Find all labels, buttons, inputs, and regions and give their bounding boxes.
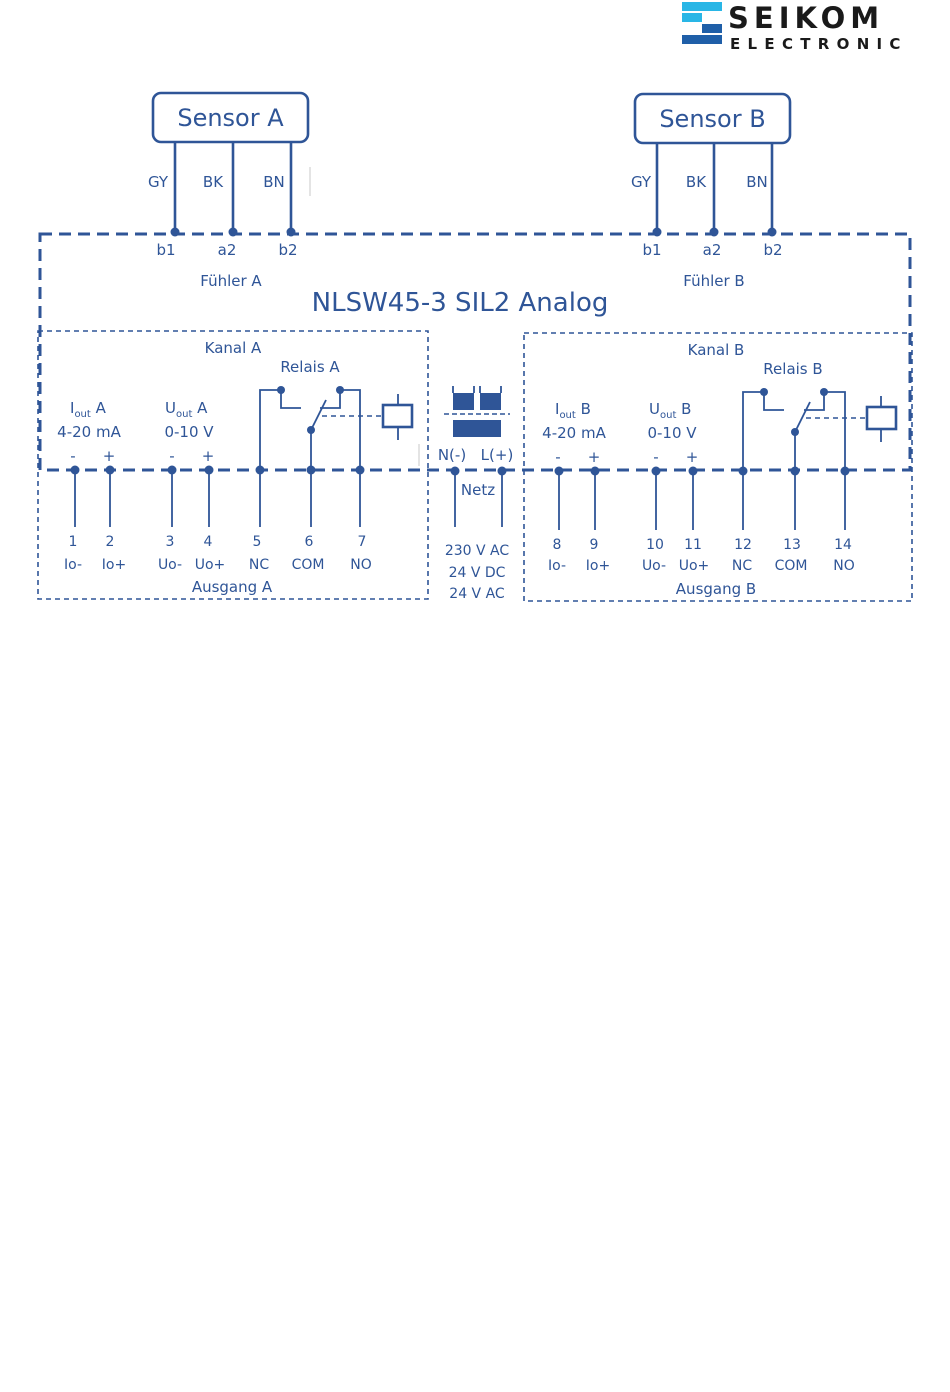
- uout-b-label: Uout B: [649, 400, 691, 421]
- uo-a-minus: -: [169, 447, 174, 465]
- power-terminals: [450, 466, 507, 527]
- sensor-a-wire-bk: BK: [203, 173, 224, 191]
- power-label: Netz: [461, 481, 495, 499]
- sensor-b-terminal-b2: b2: [763, 241, 782, 259]
- wiring-diagram: Sensor A Sensor B GY BK BN GY BK BN b1 a…: [37, 91, 913, 602]
- uout-a-label: Uout A: [165, 399, 208, 420]
- relay-b-label: Relais B: [763, 360, 822, 378]
- terminal-b-11-number: 11: [684, 537, 702, 553]
- terminal-b-10-number: 10: [646, 537, 664, 553]
- relay-b-coil-icon: [865, 405, 898, 431]
- channel-a-title: Kanal A: [205, 339, 262, 357]
- iout-a-label: Iout A: [70, 399, 107, 420]
- sensor-a-wire-gy: GY: [148, 173, 169, 191]
- terminal-a-2-number: 2: [106, 534, 115, 550]
- terminal-a-3-name: Uo-: [158, 557, 182, 573]
- sensor-b-label: Fühler B: [683, 272, 744, 290]
- io-b-minus: -: [555, 448, 560, 466]
- terminal-b-13-name: COM: [775, 558, 808, 574]
- sensor-a-wire-bn: BN: [263, 173, 285, 191]
- io-b-plus: +: [588, 448, 601, 466]
- sensor-b-wire-bn: BN: [746, 173, 768, 191]
- transformer-icon: [444, 386, 510, 437]
- relay-b-contact: [742, 388, 898, 471]
- terminal-b-11-name: Uo+: [679, 558, 710, 574]
- iout-a-range: 4-20 mA: [57, 423, 121, 441]
- seikom-logo: SEIKOM ELECTRONIC: [682, 1, 908, 53]
- power-voltage-1: 230 V AC: [445, 543, 510, 559]
- relay-a-label: Relais A: [280, 358, 340, 376]
- relay-a-contact: [259, 386, 414, 470]
- channel-b-terminals: [554, 466, 850, 530]
- terminal-a-6-name: COM: [292, 557, 325, 573]
- terminal-a-1-number: 1: [69, 534, 78, 550]
- terminal-a-4-name: Uo+: [195, 557, 226, 573]
- terminal-b-8-name: Io-: [548, 558, 566, 574]
- uout-b-range: 0-10 V: [647, 424, 697, 442]
- uo-b-plus: +: [686, 448, 699, 466]
- channel-a-box: [37, 330, 429, 600]
- sensor-b-box: Sensor B: [633, 92, 792, 145]
- sensor-a-box: Sensor A: [151, 91, 310, 144]
- iout-b-label: Iout B: [555, 400, 591, 421]
- sensor-b-wire-bk: BK: [686, 173, 707, 191]
- sensor-a-terminal-a2: a2: [218, 241, 237, 259]
- sensor-b-wire-gy: GY: [631, 173, 652, 191]
- logo-mark-icon: [682, 2, 722, 44]
- sensor-a-label: Fühler A: [200, 272, 262, 290]
- terminal-a-7-number: 7: [358, 534, 367, 550]
- terminal-a-2-name: Io+: [102, 557, 126, 573]
- channel-a-terminals: [70, 465, 365, 527]
- power-n-label: N(-): [438, 446, 466, 464]
- terminal-a-5-number: 5: [253, 534, 262, 550]
- terminal-b-14-number: 14: [834, 537, 852, 553]
- logo-line2: ELECTRONIC: [730, 35, 908, 53]
- relay-a-coil-icon: [381, 403, 414, 429]
- terminal-a-3-number: 3: [166, 534, 175, 550]
- output-b-label: Ausgang B: [676, 580, 756, 598]
- power-l-label: L(+): [481, 446, 514, 464]
- sensor-a-title: Sensor A: [177, 104, 284, 132]
- io-a-minus: -: [70, 447, 75, 465]
- terminal-a-4-number: 4: [204, 534, 213, 550]
- output-a-label: Ausgang A: [192, 578, 273, 596]
- terminal-a-6-number: 6: [305, 534, 314, 550]
- terminal-b-13-number: 13: [783, 537, 801, 553]
- uo-a-plus: +: [202, 447, 215, 465]
- sensor-a-wires: [170, 142, 311, 237]
- terminal-b-9-number: 9: [590, 537, 599, 553]
- uo-b-minus: -: [653, 448, 658, 466]
- terminal-b-10-name: Uo-: [642, 558, 666, 574]
- power-voltage-3: 24 V AC: [449, 586, 505, 602]
- device-title: NLSW45-3 SIL2 Analog: [312, 288, 609, 318]
- power-voltage-2: 24 V DC: [449, 565, 506, 581]
- terminal-a-5-name: NC: [249, 557, 269, 573]
- terminal-b-9-name: Io+: [586, 558, 610, 574]
- sensor-b-title: Sensor B: [659, 105, 765, 133]
- terminal-b-12-name: NC: [732, 558, 752, 574]
- iout-b-range: 4-20 mA: [542, 424, 606, 442]
- terminal-b-14-name: NO: [833, 558, 855, 574]
- io-a-plus: +: [103, 447, 116, 465]
- logo-line1: SEIKOM: [728, 1, 884, 35]
- sensor-a-terminal-b2: b2: [278, 241, 297, 259]
- uout-a-range: 0-10 V: [164, 423, 214, 441]
- terminal-a-1-name: Io-: [64, 557, 82, 573]
- terminal-a-7-name: NO: [350, 557, 372, 573]
- terminal-b-12-number: 12: [734, 537, 752, 553]
- sensor-b-terminal-a2: a2: [703, 241, 722, 259]
- channel-b-title: Kanal B: [688, 341, 745, 359]
- sensor-b-terminal-b1: b1: [642, 241, 661, 259]
- sensor-a-terminal-b1: b1: [156, 241, 175, 259]
- channel-b-box: [523, 332, 913, 602]
- device-outline: [38, 232, 912, 472]
- terminal-b-8-number: 8: [553, 537, 562, 553]
